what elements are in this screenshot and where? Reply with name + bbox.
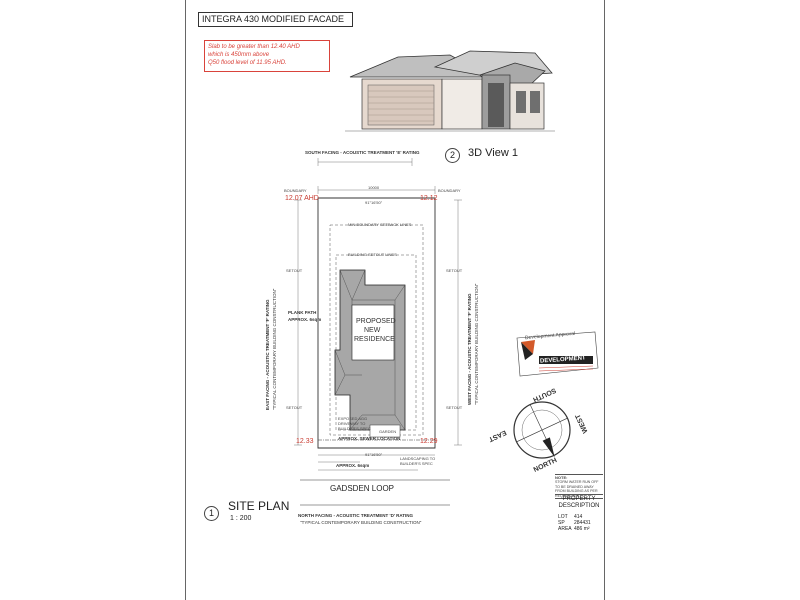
setout-right: SETOUT — [446, 268, 463, 273]
lot-label: LOT — [558, 514, 568, 520]
east-rating-sub-text: "TYPICAL CONTEMPORARY BUILDING CONSTRUCT… — [272, 288, 277, 410]
bearing-top: 91°16'50" — [365, 200, 383, 205]
west-rating-text: WEST FACING - ACOUSTIC TREATMENT 'F' RAT… — [467, 293, 472, 405]
setout-lines-label: BUILDING SETOUT LINES — [348, 252, 397, 257]
property-heading: PROPERTY DESCRIPTION — [558, 496, 600, 509]
east-rating-sub: "TYPICAL CONTEMPORARY BUILDING CONSTRUCT… — [272, 289, 277, 410]
property-box: PROPERTY DESCRIPTION LOT 414 SP 284431 ARE… — [555, 494, 603, 567]
notes-text: STORM WATER RUN OFF TO BE DRAINED AWAY F… — [555, 480, 599, 498]
boundary-left: BOUNDARY — [284, 188, 307, 193]
residence-label-1: PROPOSED — [356, 318, 396, 325]
residence-label-3: RESIDENCE — [354, 336, 395, 343]
level-bottom-right: 12.29 — [420, 438, 438, 445]
site-plan-title: SITE PLAN — [228, 499, 290, 513]
landscaping-label: LANDSCAPING TO BUILDER'S SPEC — [400, 456, 436, 466]
sewer-label: APPROX. SEWER LOCATION — [338, 436, 401, 441]
residence-label-2: NEW — [364, 327, 381, 334]
area-value: 486 m² — [574, 526, 590, 532]
level-bottom-left: 12.33 — [296, 438, 314, 445]
east-rating: EAST FACING - ACOUSTIC TREATMENT 'F' RAT… — [265, 250, 270, 410]
north-compass — [513, 401, 571, 459]
north-rating: NORTH FACING - ACOUSTIC TREATMENT 'D' RA… — [298, 513, 414, 518]
sp-value: 284431 — [574, 520, 591, 526]
approval-stamp — [516, 331, 599, 377]
garden-label: GARDEN — [379, 429, 397, 434]
exposed-driveway-label: EXPOSED AGG DRIVEWAY TO BUILDER'S SPEC — [338, 416, 371, 431]
area-label: AREA — [558, 526, 572, 532]
plank-path-area: APPROX. 6sqm — [288, 317, 322, 322]
setout-right-bottom: SETOUT — [446, 405, 463, 410]
notes-heading: NOTE: — [555, 475, 568, 480]
west-rating-sub-text: "TYPICAL CONTEMPORARY BUILDING CONSTRUCT… — [474, 283, 479, 405]
boundary-right: BOUNDARY — [438, 188, 461, 193]
bearing-bottom: 91°16'50" — [365, 452, 383, 457]
south-rating: SOUTH FACING - ACOUSTIC TREATMENT 'E' RA… — [305, 150, 420, 155]
setback-lines-label: MIN BOUNDARY SETBACK LINES — [348, 222, 412, 227]
flood-note-line3: Q50 flood level of 11.95 AHD. — [208, 60, 287, 66]
site-plan-scale: 1 : 200 — [230, 515, 252, 522]
plank-path-label: PLANK PATH — [288, 310, 317, 315]
site-plan-number: 1 — [204, 506, 219, 521]
flood-note-line2: which is 450mm above — [208, 52, 270, 58]
lot-row: LOT 414 — [558, 514, 603, 520]
west-rating: WEST FACING - ACOUSTIC TREATMENT 'F' RAT… — [467, 293, 472, 405]
level-top-right: 12.12 — [420, 195, 438, 202]
flood-level-note: Slab to be greater than 12.40 AHD which … — [204, 40, 330, 72]
sp-label: SP — [558, 520, 565, 526]
setout-left: SETOUT — [286, 268, 303, 273]
driveway-area-label: APPROX. 6sqm — [336, 463, 370, 468]
sp-row: SP 284431 — [558, 520, 603, 526]
view-3d-label: 3D View 1 — [468, 147, 518, 159]
view-3d-number: 2 — [445, 148, 460, 163]
street-name: GADSDEN LOOP — [330, 484, 395, 493]
level-top-left: 12.07 AHD — [285, 195, 319, 202]
drawing-title: INTEGRA 430 MODIFIED FACADE — [198, 12, 353, 27]
setout-left-bottom: SETOUT — [286, 405, 303, 410]
north-rating-sub: "TYPICAL CONTEMPORARY BUILDING CONSTRUCT… — [300, 520, 422, 525]
notes-box: NOTE: STORM WATER RUN OFF TO BE DRAINED … — [555, 474, 603, 499]
house-3d-view — [345, 50, 555, 132]
dim-top: 10000 — [368, 185, 380, 190]
east-rating-text: EAST FACING - ACOUSTIC TREATMENT 'F' RAT… — [265, 299, 270, 410]
west-rating-sub: "TYPICAL CONTEMPORARY BUILDING CONSTRUCT… — [474, 284, 479, 405]
lot-value: 414 — [574, 514, 583, 520]
flood-note-line1: Slab to be greater than 12.40 AHD — [208, 44, 300, 50]
